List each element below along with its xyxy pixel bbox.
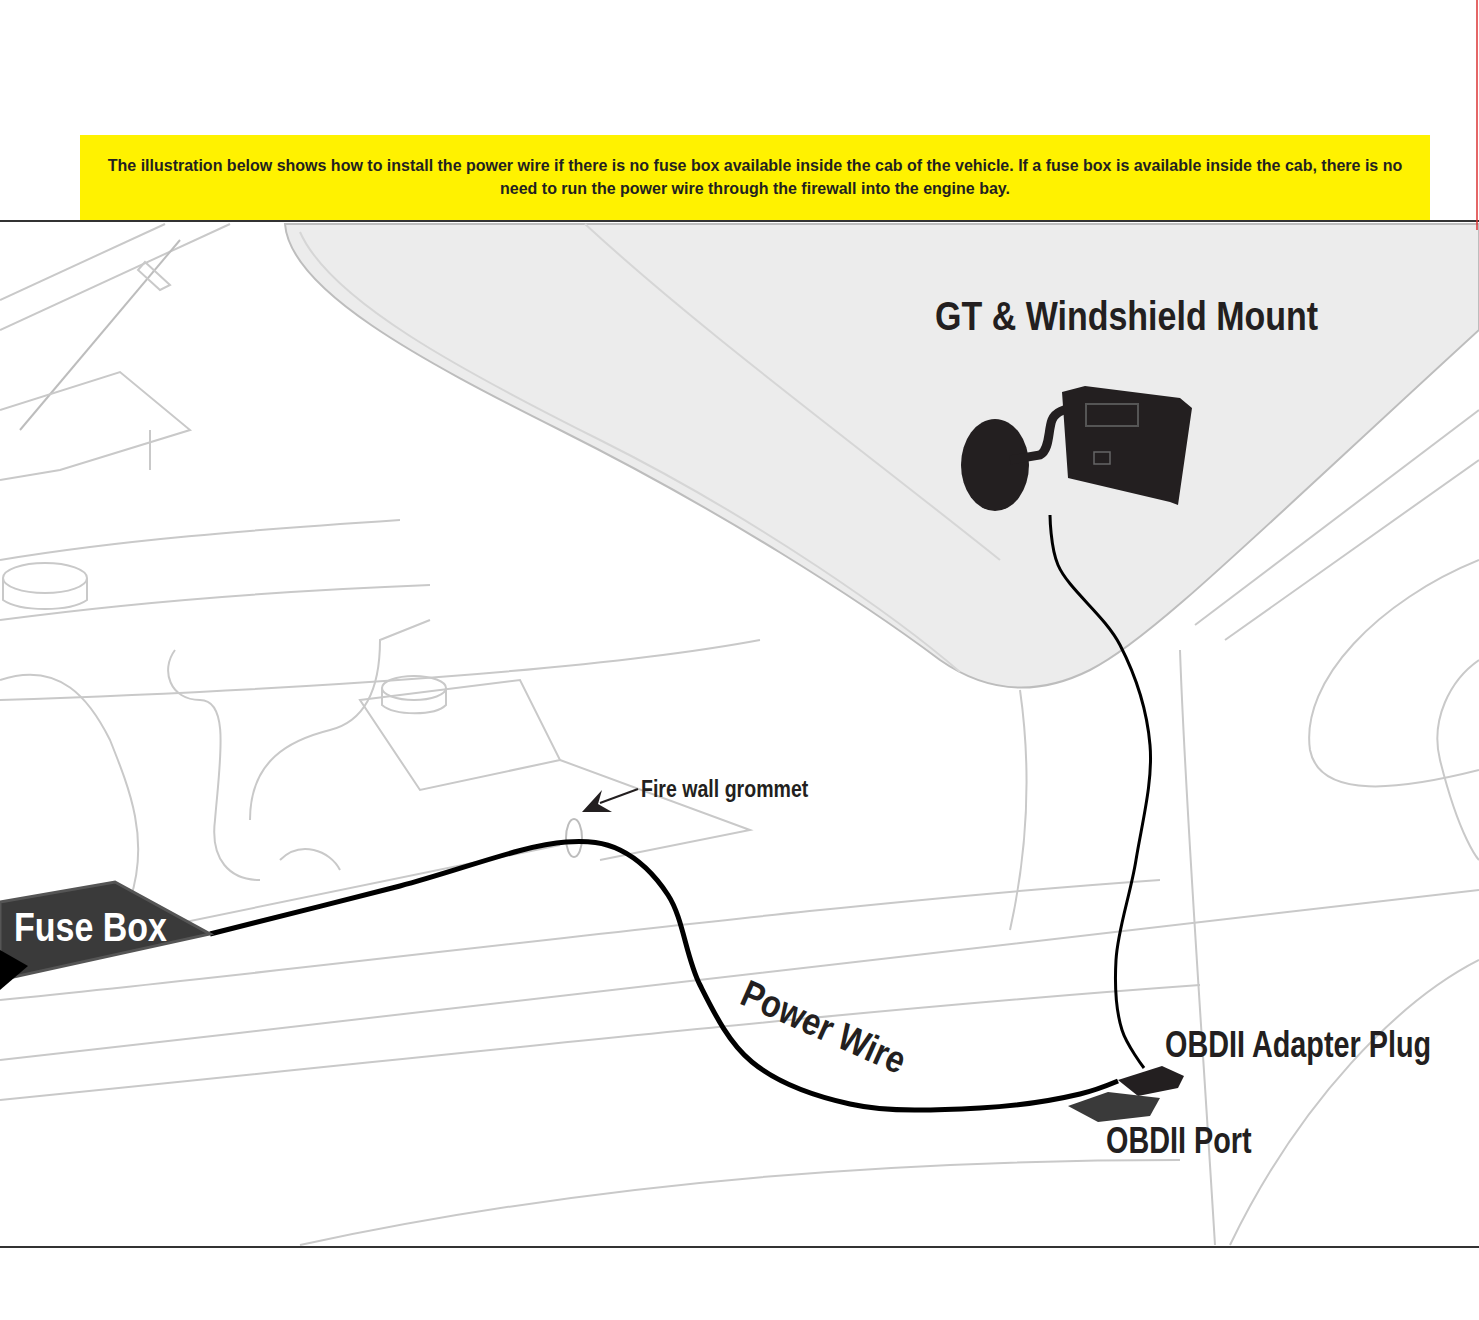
- reservoir-cap: [3, 563, 87, 593]
- hood-edge: [0, 224, 230, 330]
- engine-part: [250, 620, 430, 820]
- rule-line: [0, 1246, 1479, 1248]
- margin-line: [1476, 0, 1478, 230]
- node-shape: [1068, 1092, 1160, 1122]
- gps-body: [1062, 386, 1192, 505]
- device-label: GT & Windshield Mount: [930, 295, 1323, 515]
- power-wire: [210, 842, 1118, 1111]
- line-art: [0, 224, 1479, 1245]
- gps-device: [961, 386, 1192, 511]
- leader-arrowhead: [582, 790, 612, 812]
- node-label: OBDII Port: [1106, 1122, 1252, 1160]
- a-pillar: [1225, 460, 1479, 640]
- windshield-edge: [300, 232, 960, 672]
- fuse-box-edge: [0, 950, 28, 990]
- fuse-box: Fuse Box: [0, 882, 210, 986]
- reservoir-cap: [3, 578, 87, 609]
- obd-port: OBDII Port: [1068, 1092, 1160, 1122]
- cradle-detail: [1086, 404, 1138, 426]
- windshield: [285, 224, 1479, 688]
- plug-shape: [1118, 1066, 1184, 1096]
- node-shape: [1118, 1066, 1184, 1096]
- mirror-outline: [1309, 560, 1479, 786]
- note-banner: The illustration below shows how to inst…: [80, 135, 1430, 220]
- door-line: [1230, 960, 1479, 1245]
- engine-cover: [0, 372, 190, 480]
- firewall-grommet: [566, 819, 582, 857]
- node-label: GT & Windshield Mount: [935, 295, 1318, 337]
- engine-part: [280, 849, 340, 870]
- engine-part: [0, 675, 138, 900]
- engine-part: [149, 430, 151, 470]
- node-label: Fuse Box: [14, 906, 167, 948]
- wiper-line: [585, 224, 1000, 560]
- callout-label: Fire wall grommet: [641, 773, 808, 805]
- engine-part: [360, 680, 560, 790]
- node-label: OBDII Adapter Plug: [1165, 1026, 1431, 1064]
- engine-part: [0, 585, 430, 620]
- suction-cup: [961, 419, 1029, 511]
- dashboard-edge: [1010, 690, 1027, 930]
- port-shape: [1068, 1092, 1160, 1122]
- steering-outline: [1437, 660, 1479, 860]
- dashboard-edge: [0, 985, 1200, 1100]
- adapter-plug: OBDII Adapter Plug: [1118, 1066, 1184, 1096]
- engine-part: [0, 520, 400, 560]
- device-cable: [1050, 515, 1151, 1068]
- dashboard-edge: [300, 1160, 1180, 1245]
- engine-part: [560, 760, 750, 860]
- hood-clip: [138, 262, 170, 290]
- engine-part: [168, 650, 260, 880]
- leader-line: [600, 789, 638, 803]
- cradle-detail: [1094, 452, 1110, 464]
- cowl-line: [0, 640, 760, 700]
- dashboard-edge: [0, 880, 1160, 1000]
- fluid-cap: [382, 688, 446, 713]
- a-pillar: [1195, 410, 1479, 625]
- rule-line: [0, 220, 1479, 222]
- fuse-box-shape: [0, 882, 210, 980]
